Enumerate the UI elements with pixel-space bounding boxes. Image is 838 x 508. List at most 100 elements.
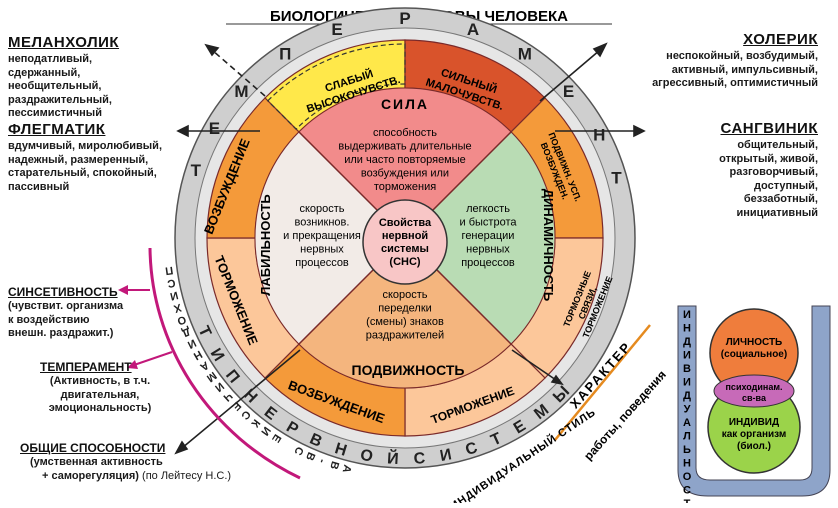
individual-label: как организм xyxy=(722,429,787,440)
ns-type-letter: С xyxy=(413,450,426,468)
individuality-letter: И xyxy=(683,350,691,362)
individuality-letter: В xyxy=(683,363,691,375)
personality-label: (социальное) xyxy=(721,349,787,360)
lability-label: ЛАБИЛЬНОСТЬ xyxy=(258,194,273,296)
temperament-ring-letter: Е xyxy=(209,119,220,138)
abilities-line: (умственная активность xyxy=(30,456,163,468)
quad-dynamics xyxy=(404,131,556,345)
ns-type-letter: О xyxy=(359,447,374,466)
temperament-ring-letter: А xyxy=(467,20,479,39)
individuality-letter: Д xyxy=(683,336,691,348)
dynamics-desc: легкость xyxy=(466,203,510,215)
character-line xyxy=(554,324,651,441)
sensitivity-line: к воздействию xyxy=(8,313,90,326)
temperament-ring-letter: М xyxy=(234,82,248,101)
choleric-trait: активный, импульсивный, xyxy=(671,63,818,76)
sanguine-trait: инициативный xyxy=(736,206,818,219)
temperament-ring-letter: М xyxy=(518,44,532,63)
arrow-head-character xyxy=(550,374,564,386)
dynamics-desc: процессов xyxy=(461,257,515,269)
melancholic-trait: раздражительный, xyxy=(8,93,112,106)
psychodynamic-letter: С xyxy=(291,445,305,457)
temperament-title: ТЕМПЕРАМЕНТ xyxy=(40,360,132,374)
psychodynamic-letter: И xyxy=(169,289,180,303)
melancholic-trait: необщительный, xyxy=(8,80,102,92)
temperament-line: эмоциональность) xyxy=(48,402,152,414)
arrow-choleric xyxy=(539,49,601,102)
arrow-head-choleric xyxy=(592,42,608,58)
individuality-letter: У xyxy=(684,404,691,416)
sensitivity-title-text: СИНСЕТИВНОСТЬ xyxy=(8,285,118,299)
melancholic-trait: сдержанный, xyxy=(8,66,81,79)
magenta-link-2 xyxy=(133,351,173,366)
overlap-label: св-ва xyxy=(742,393,767,403)
psychodynamic-letter: - xyxy=(316,457,329,465)
individuality-letter: О xyxy=(683,471,692,483)
dynamics-desc: и быстрота xyxy=(460,217,518,229)
arrow-melancholic xyxy=(211,49,266,97)
dynamics-label: ДИНАМИЧНОСТЬ xyxy=(541,189,556,302)
lability-desc: возникнов. xyxy=(295,217,350,229)
band-weak-dashes xyxy=(266,43,406,130)
sensitivity-line: внешн. раздражит.) xyxy=(8,327,114,339)
temperament-ring-letter: Е xyxy=(331,20,342,39)
abilities-line-2: + саморегуляция) (по Лейтесу Н.С.) xyxy=(30,470,260,484)
individuality-letter: И xyxy=(683,309,691,321)
individuality-letter: А xyxy=(683,417,691,429)
individuality-letter: И xyxy=(683,377,691,389)
overlap-ellipse xyxy=(713,374,795,408)
lability-desc: и прекращения xyxy=(283,230,361,242)
sensitivity-line: (чувствит. организма xyxy=(8,300,124,312)
strength-desc: способность xyxy=(373,127,437,139)
melancholic-traits: неподатливый, сдержанный, необщительный,… xyxy=(8,53,168,121)
arrow-head-melancholic xyxy=(204,43,220,57)
quad-mobility xyxy=(298,237,512,389)
arrow-abilities xyxy=(181,349,301,449)
sanguine-title: САНГВИНИК xyxy=(720,120,818,137)
choleric-trait: агрессивный, оптимистичный xyxy=(652,77,818,89)
psychodynamic-letter: А xyxy=(340,463,354,474)
quad-strength xyxy=(298,87,512,239)
personality-label: ЛИЧНОСТЬ xyxy=(726,337,783,348)
individual-label: (биол.) xyxy=(737,440,771,452)
phlegmatic-title: ФЛЕГМАТИК xyxy=(8,121,106,138)
individuality-letter: Н xyxy=(683,458,691,470)
mobility-desc: переделки xyxy=(378,303,432,315)
center-label: (СНС) xyxy=(389,256,420,268)
mobility-label: ПОДВИЖНОСТЬ xyxy=(352,362,465,378)
phlegmatic-trait: надежный, размеренный, xyxy=(8,153,149,166)
temperament-ring-letter: Н xyxy=(593,126,605,145)
psychodynamic-arc xyxy=(148,247,301,480)
sanguine-trait: разговорчивый, xyxy=(729,166,819,178)
temperament-ring-letter: П xyxy=(279,44,291,63)
center-label: системы xyxy=(381,243,429,255)
overlap-label: психодинам. xyxy=(726,382,783,392)
phlegmatic-trait: старательный, спокойный, xyxy=(8,167,157,179)
temperament-ring-letter: Е xyxy=(563,82,574,101)
psychodynamic-letter: П xyxy=(164,264,174,277)
ns-type-letter: И xyxy=(439,446,453,465)
dynamics-desc: генерации xyxy=(462,230,515,242)
strength-desc: выдерживать длительные xyxy=(338,141,471,153)
abilities-source: (по Лейтесу Н.С.) xyxy=(142,469,232,482)
temperament-title-text: ТЕМПЕРАМЕНТ xyxy=(40,360,132,374)
abilities-title: ОБЩИЕ СПОСОБНОСТИ xyxy=(20,441,165,455)
phlegmatic-trait: вдумчивый, миролюбивый, xyxy=(8,140,162,152)
strength-label: СИЛА xyxy=(381,96,429,112)
temperament-line: (Активность, в т.ч. xyxy=(49,375,151,387)
center-circle xyxy=(362,199,448,285)
mobility-desc: (смены) знаков xyxy=(366,316,444,328)
sanguine-trait: доступный, xyxy=(754,179,818,192)
temperament-line: двигательная, xyxy=(60,388,140,401)
individuality-letter: С xyxy=(683,485,691,497)
melancholic-title: МЕЛАНХОЛИК xyxy=(8,34,120,51)
sanguine-traits: общительный, открытый, живой, разговорчи… xyxy=(668,139,818,220)
magenta-head-1 xyxy=(118,285,128,295)
choleric-title: ХОЛЕРИК xyxy=(743,31,818,48)
individuality-u-shape xyxy=(677,305,831,497)
choleric-traits: неспокойный, возбудимый, активный, импул… xyxy=(608,50,818,91)
phlegmatic-trait: пассивный xyxy=(8,180,70,193)
magenta-head-2 xyxy=(127,360,138,369)
temperament-arrows xyxy=(174,42,646,455)
